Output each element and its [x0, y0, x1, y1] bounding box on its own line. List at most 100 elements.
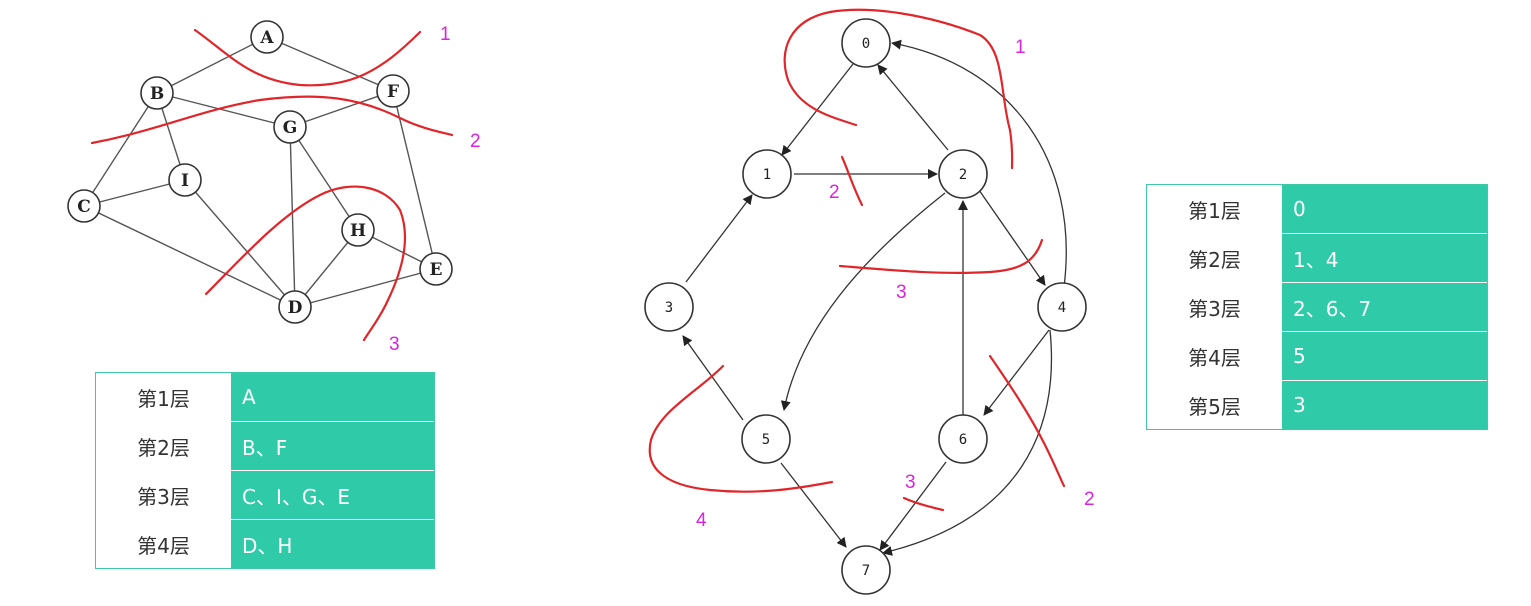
node-5: 5 [741, 414, 791, 464]
left-level-scribbles [90, 28, 454, 342]
edge-C-I [83, 179, 186, 207]
table-row: 第3层 2、6、7 [1147, 283, 1487, 332]
level-label: 第5层 [1147, 381, 1282, 429]
node-label: 7 [862, 563, 870, 579]
node-G: G [273, 110, 307, 144]
level-value: A [231, 373, 434, 421]
level-mark-right-3a: 3 [896, 282, 907, 303]
right-level-scribbles [648, 8, 1066, 512]
level-value: 5 [1282, 332, 1487, 380]
level-2-scribble-right-b [988, 354, 1066, 488]
level-value: 3 [1282, 381, 1487, 429]
edge-5-3 [682, 335, 744, 421]
node-A: A [250, 20, 284, 54]
level-label: 第4层 [1147, 332, 1282, 380]
level-4-scribble-right [648, 364, 834, 493]
node-F: F [376, 74, 410, 108]
node-label: H [350, 221, 366, 241]
edge-B-C [83, 92, 158, 207]
level-label: 第3层 [1147, 283, 1282, 331]
table-row: 第2层 1、4 [1147, 234, 1487, 283]
node-label: 2 [959, 167, 967, 183]
node-label: 4 [1058, 300, 1066, 316]
edge-2-4 [978, 189, 1046, 286]
level-2-scribble-right-a [840, 155, 864, 207]
node-label: F [387, 82, 399, 102]
node-3: 3 [644, 282, 694, 332]
node-label: I [181, 171, 189, 191]
node-label: 1 [763, 167, 771, 183]
edge-5-7 [780, 462, 847, 548]
node-C: C [67, 189, 101, 223]
table-row: 第2层 B、F [96, 422, 434, 471]
left-level-table: 第1层 A 第2层 B、F 第3层 C、I、G、E 第4层 D、H [95, 372, 435, 569]
node-label: B [150, 84, 164, 104]
level-value: 0 [1282, 185, 1487, 233]
edge-D-E [294, 268, 437, 308]
edge-F-G [289, 90, 394, 128]
level-mark-2: 2 [470, 131, 481, 152]
level-mark-1: 1 [440, 24, 451, 45]
node-label: E [430, 260, 443, 280]
node-label: C [77, 197, 91, 217]
table-row: 第1层 A [96, 373, 434, 422]
level-label: 第3层 [96, 471, 231, 519]
edge-2-5 [780, 192, 946, 411]
level-1-scribble [193, 28, 422, 87]
node-2: 2 [938, 149, 988, 199]
level-mark-right-2a: 2 [829, 182, 840, 203]
edge-B-G [156, 92, 291, 128]
node-D: D [278, 290, 312, 324]
node-label: 0 [862, 36, 870, 52]
node-label: 5 [762, 432, 770, 448]
edge-3-1 [685, 194, 753, 283]
edge-G-D [289, 126, 296, 308]
node-B: B [140, 76, 174, 110]
edge-2-0 [877, 64, 949, 151]
node-I: I [168, 163, 202, 197]
edge-C-D [83, 205, 296, 308]
level-label: 第1层 [96, 373, 231, 421]
level-label: 第4层 [96, 520, 231, 568]
node-6: 6 [938, 414, 988, 464]
node-label: 3 [665, 300, 673, 316]
level-3-scribble-right-a [838, 238, 1044, 275]
table-row: 第4层 D、H [96, 520, 434, 568]
table-row: 第5层 3 [1147, 381, 1487, 429]
edge-6-7 [879, 461, 947, 551]
level-2-scribble [90, 95, 454, 145]
node-E: E [419, 252, 453, 286]
level-mark-right-1: 1 [1015, 37, 1026, 58]
node-label: D [288, 298, 303, 318]
node-4: 4 [1037, 282, 1087, 332]
level-3-scribble-right-b [902, 496, 945, 512]
edge-F-E [392, 90, 437, 270]
node-label: 6 [959, 432, 967, 448]
level-mark-right-4: 4 [696, 510, 707, 531]
level-1-scribble-right [783, 8, 1014, 170]
table-row: 第3层 C、I、G、E [96, 471, 434, 520]
level-3-scribble [204, 185, 407, 342]
node-H: H [341, 213, 375, 247]
level-label: 第2层 [1147, 234, 1282, 282]
edge-G-H [289, 126, 359, 231]
edge-I-D [184, 179, 296, 308]
left-graph: A B F G I C H E D 1 2 3 [67, 20, 481, 355]
node-1: 1 [742, 149, 792, 199]
edge-4-0 [891, 39, 1067, 288]
level-mark-3: 3 [389, 334, 400, 355]
level-value: 2、6、7 [1282, 283, 1487, 331]
right-graph-edges [682, 39, 1067, 556]
edge-A-B [156, 36, 268, 94]
node-label: A [259, 28, 274, 48]
level-label: 第2层 [96, 422, 231, 470]
level-label: 第1层 [1147, 185, 1282, 233]
table-row: 第4层 5 [1147, 332, 1487, 381]
level-value: D、H [231, 520, 434, 568]
level-value: C、I、G、E [231, 471, 434, 519]
edge-4-6 [983, 329, 1050, 416]
node-7: 7 [841, 545, 891, 595]
edge-4-7 [882, 329, 1053, 556]
edge-A-F [266, 36, 394, 92]
